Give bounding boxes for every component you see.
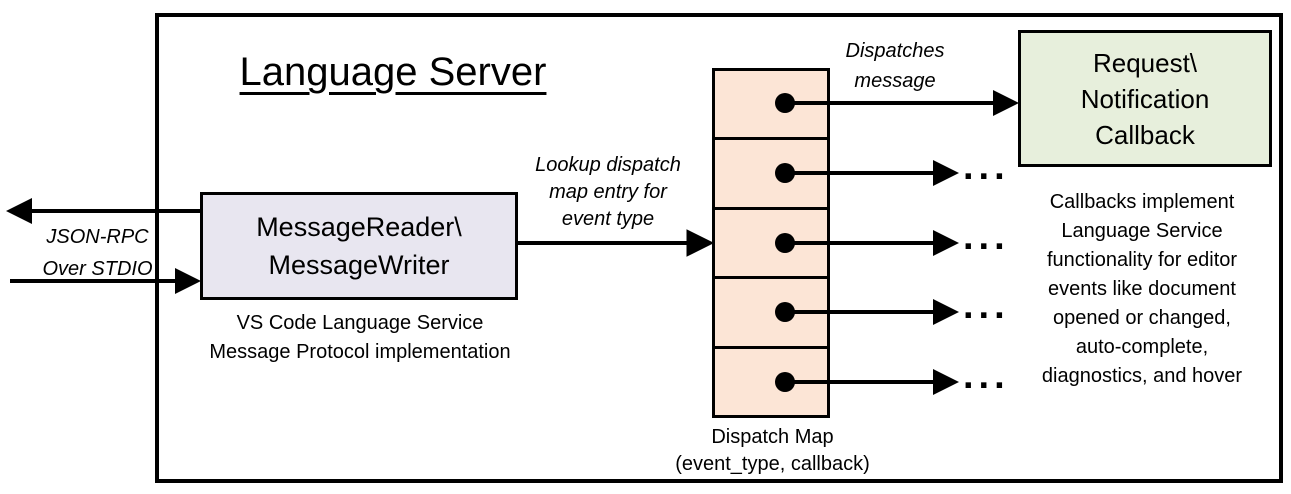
ellipsis-row-4: ... (963, 285, 1010, 327)
lookup-dispatch-label: Lookup dispatch map entry for event type (535, 154, 681, 230)
callback-caption: Callbacks implement Language Service fun… (1041, 191, 1243, 387)
message-box-caption: VS Code Language Service Message Protoco… (209, 312, 511, 363)
dispatch-map-cell (715, 140, 827, 210)
diagram-title: Language Server (239, 50, 547, 94)
dispatch-map-cell (715, 279, 827, 349)
dispatches-message-label: Dispatches message (845, 40, 945, 92)
ellipsis-row-5: ... (963, 355, 1010, 397)
message-reader-writer-box: MessageReader\ MessageWriter (200, 192, 518, 300)
dispatch-map-cell (715, 71, 827, 141)
dispatch-map-cell (715, 349, 827, 415)
json-rpc-stdio-label: JSON-RPC Over STDIO (42, 226, 153, 280)
dispatch-map-box (712, 68, 830, 418)
dispatch-map-cell (715, 210, 827, 280)
ellipsis-row-3: ... (963, 216, 1010, 258)
ellipsis-row-2: ... (963, 146, 1010, 188)
dispatch-map-caption: Dispatch Map (event_type, callback) (675, 426, 870, 475)
request-notification-callback-box: Request\ Notification Callback (1018, 30, 1272, 167)
